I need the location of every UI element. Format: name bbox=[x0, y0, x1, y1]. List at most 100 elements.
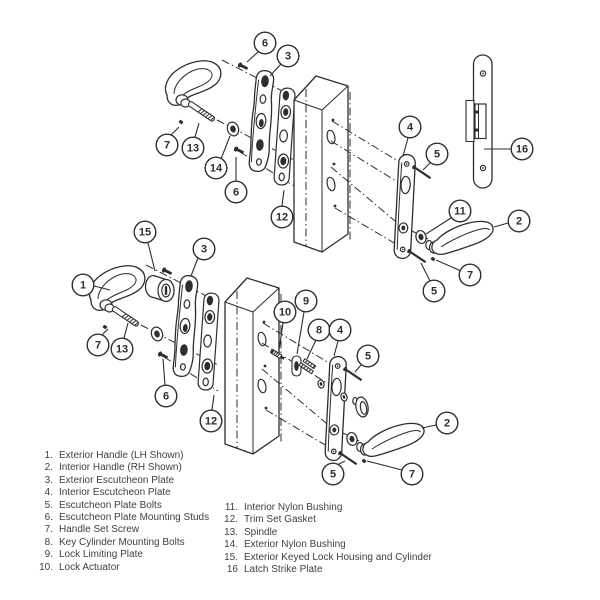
item-label: Escutcheon Plate Bolts bbox=[59, 499, 162, 511]
parts-list-item: 12. Trim Set Gasket bbox=[218, 514, 432, 526]
keyed-lock-cylinder bbox=[144, 274, 175, 303]
svg-text:4: 4 bbox=[407, 122, 414, 134]
callout-5-bolt-bottom: 5 bbox=[321, 460, 346, 486]
parts-list-item: 15. Exterior Keyed Lock Housing and Cylin… bbox=[218, 552, 432, 564]
svg-text:7: 7 bbox=[164, 140, 170, 152]
svg-text:2: 2 bbox=[444, 418, 450, 430]
callout-6-stud-mid: 6 bbox=[224, 157, 248, 204]
svg-text:9: 9 bbox=[303, 296, 309, 308]
callout-9-limiting-plate: 9 bbox=[294, 289, 318, 355]
callout-5-bolt-bottom: 5 bbox=[420, 262, 446, 303]
washer bbox=[316, 378, 326, 390]
callout-14-bushing: 14 bbox=[204, 135, 231, 180]
key-cylinder-mounting-bolts bbox=[298, 358, 317, 375]
parts-list-item: 3.Exterior Escutcheon Plate bbox=[33, 475, 209, 487]
upper-assembly: 6 3 7 13 14 6 12 bbox=[155, 31, 534, 303]
callout-12-gasket: 12 bbox=[199, 394, 223, 433]
item-label: Spindle bbox=[244, 526, 278, 538]
callout-12-gasket: 12 bbox=[270, 189, 294, 229]
callout-13-spindle: 13 bbox=[110, 322, 134, 361]
item-label: Latch Strike Plate bbox=[244, 564, 323, 576]
upper-interior-parts bbox=[294, 76, 493, 264]
svg-text:6: 6 bbox=[262, 38, 268, 50]
callout-4-interior-plate: 4 bbox=[398, 115, 422, 157]
callout-3-exterior-plate: 3 bbox=[269, 44, 300, 77]
svg-text:6: 6 bbox=[163, 391, 169, 403]
svg-text:3: 3 bbox=[285, 51, 291, 63]
svg-text:10: 10 bbox=[279, 307, 291, 319]
parts-list-item: 6. Escutcheon Plate Mounting Studs bbox=[33, 512, 209, 524]
item-number: 3. bbox=[44, 474, 53, 486]
item-number: 15. bbox=[224, 551, 238, 563]
callout-5-bolt-top: 5 bbox=[422, 142, 449, 171]
callout-6-stud: 6 bbox=[154, 358, 178, 408]
callout-16-strike-plate: 16 bbox=[484, 137, 534, 161]
thumbturn bbox=[352, 396, 369, 418]
item-number: 16 bbox=[226, 564, 238, 576]
item-number: 2. bbox=[44, 462, 53, 474]
svg-text:12: 12 bbox=[276, 212, 288, 224]
item-label: Trim Set Gasket bbox=[244, 514, 316, 526]
upper-exterior-parts bbox=[165, 60, 295, 186]
item-number: 13. bbox=[224, 526, 238, 538]
item-label: Interior Handle (RH Shown) bbox=[59, 462, 182, 474]
item-number: 12. bbox=[224, 514, 238, 526]
parts-list-item: 2. Interior Handle (RH Shown) bbox=[33, 462, 209, 474]
svg-text:13: 13 bbox=[187, 143, 199, 155]
item-label: Lock Actuator bbox=[59, 561, 120, 573]
lock-actuator bbox=[270, 349, 285, 360]
parts-list-item: 8.Key Cylinder Mounting Bolts bbox=[33, 537, 209, 549]
item-number: 6. bbox=[44, 512, 53, 524]
item-number: 10. bbox=[39, 561, 53, 573]
parts-list-left-column: 1.Exterior Handle (LH Shown) 2.Interior … bbox=[33, 450, 209, 574]
svg-text:5: 5 bbox=[431, 286, 437, 298]
callout-8-cylinder-bolts: 8 bbox=[306, 318, 331, 360]
parts-list-item: 4.Interior Escutcheon Plate bbox=[33, 487, 209, 499]
callout-1-exterior-handle: 1 bbox=[71, 273, 111, 297]
parts-list-item: 9.Lock Limiting Plate bbox=[33, 549, 209, 561]
parts-list-item: 11. Interior Nylon Bushing bbox=[218, 502, 432, 514]
svg-text:7: 7 bbox=[467, 270, 473, 282]
item-number: 11. bbox=[224, 502, 238, 513]
item-number: 5. bbox=[44, 499, 53, 511]
svg-text:12: 12 bbox=[205, 416, 217, 428]
callout-11-bushing: 11 bbox=[425, 199, 472, 235]
callout-10-lock-actuator: 10 bbox=[273, 300, 297, 351]
svg-text:7: 7 bbox=[409, 469, 415, 481]
lower-interior-parts bbox=[225, 278, 424, 466]
item-number: 7. bbox=[44, 524, 53, 536]
item-label: Escutcheon Plate Mounting Studs bbox=[59, 512, 210, 524]
svg-text:16: 16 bbox=[516, 144, 528, 156]
callout-2-interior-handle: 2 bbox=[421, 411, 459, 435]
callout-7-set-screw: 7 bbox=[86, 328, 110, 357]
svg-text:3: 3 bbox=[201, 244, 207, 256]
item-label: Exterior Keyed Lock Housing and Cylinder bbox=[244, 551, 432, 563]
svg-text:2: 2 bbox=[516, 216, 522, 228]
svg-text:6: 6 bbox=[233, 187, 239, 199]
callout-6-stud-top: 6 bbox=[246, 31, 277, 63]
item-label: Interior Nylon Bushing bbox=[244, 502, 343, 513]
callout-2-interior-handle: 2 bbox=[493, 209, 531, 233]
parts-list-item: 10. Lock Actuator bbox=[33, 562, 209, 574]
lower-assembly: 15 1 3 7 13 6 12 bbox=[71, 220, 459, 486]
item-number: 4. bbox=[44, 487, 53, 499]
svg-text:7: 7 bbox=[95, 340, 101, 352]
svg-text:5: 5 bbox=[365, 351, 371, 363]
parts-list-item: 5. Escutcheon Plate Bolts bbox=[33, 500, 209, 512]
item-label: Handle Set Screw bbox=[59, 524, 140, 536]
parts-list-right-column: 11. Interior Nylon Bushing 12. Trim Set Ga… bbox=[218, 502, 432, 576]
callout-7-set-screw-interior: 7 bbox=[366, 460, 424, 486]
parts-list-item: 16 Latch Strike Plate bbox=[218, 564, 432, 576]
callout-15-lock-cylinder: 15 bbox=[133, 220, 157, 272]
callout-4-interior-plate: 4 bbox=[328, 318, 352, 357]
svg-text:4: 4 bbox=[337, 325, 344, 337]
callout-7-set-screw-interior: 7 bbox=[435, 259, 482, 287]
parts-list-item: 7. Handle Set Screw bbox=[33, 524, 209, 536]
svg-text:1: 1 bbox=[80, 280, 86, 292]
item-number: 14. bbox=[224, 539, 238, 551]
svg-text:5: 5 bbox=[434, 149, 440, 161]
callout-13-spindle: 13 bbox=[181, 122, 205, 160]
item-label: Exterior Nylon Bushing bbox=[244, 539, 346, 551]
